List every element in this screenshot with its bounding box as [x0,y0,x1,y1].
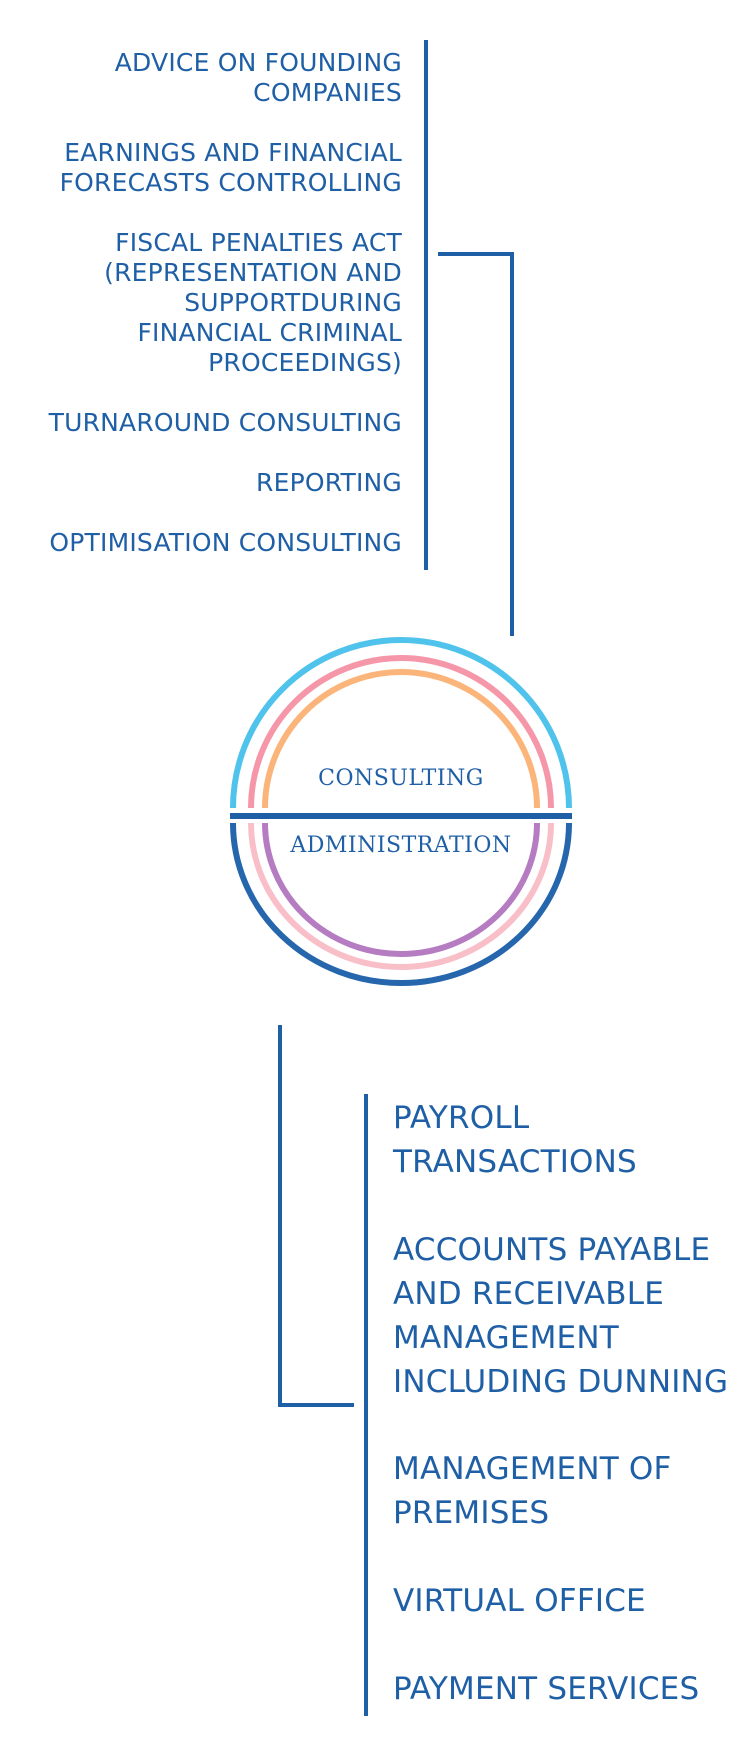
consulting-bracket-line [424,40,428,570]
ring-inner-bottom [262,822,540,957]
ring-outer-top [230,637,572,809]
ring-middle-top [248,655,554,809]
consulting-connector-horizontal [438,252,514,256]
ring-outer-bottom [230,822,572,986]
administration-item-premises: MANAGEMENT OF PREMISES [393,1451,672,1531]
consulting-item-founding: ADVICE ON FOUNDING COMPANIES [114,48,402,107]
administration-label: ADMINISTRATION [290,833,512,858]
ring-inner-top [262,669,540,809]
service-circle-rings [230,637,572,986]
administration-connector-horizontal [278,1403,354,1407]
administration-item-payroll: PAYROLL TRANSACTIONS [393,1100,637,1180]
consulting-item-fiscal-penalties: FISCAL PENALTIES ACT (REPRESENTATION AND… [104,228,402,377]
administration-item-payment-services: PAYMENT SERVICES [393,1671,700,1707]
consulting-connector-vertical [510,252,514,636]
administration-item-accounts: ACCOUNTS PAYABLE AND RECEIVABLE MANAGEME… [393,1232,729,1400]
consulting-item-turnaround: TURNAROUND CONSULTING [48,408,402,437]
administration-connector-vertical [278,1025,282,1407]
service-circle: CONSULTING ADMINISTRATION [228,633,574,989]
administration-item-virtual-office: VIRTUAL OFFICE [393,1583,646,1619]
consulting-label: CONSULTING [318,766,484,791]
ring-middle-bottom [248,822,554,970]
consulting-item-optimisation: OPTIMISATION CONSULTING [49,528,402,557]
administration-bracket-line [364,1094,368,1716]
consulting-item-reporting: REPORTING [256,468,402,497]
consulting-item-forecasts: EARNINGS AND FINANCIAL FORECASTS CONTROL… [59,138,402,197]
